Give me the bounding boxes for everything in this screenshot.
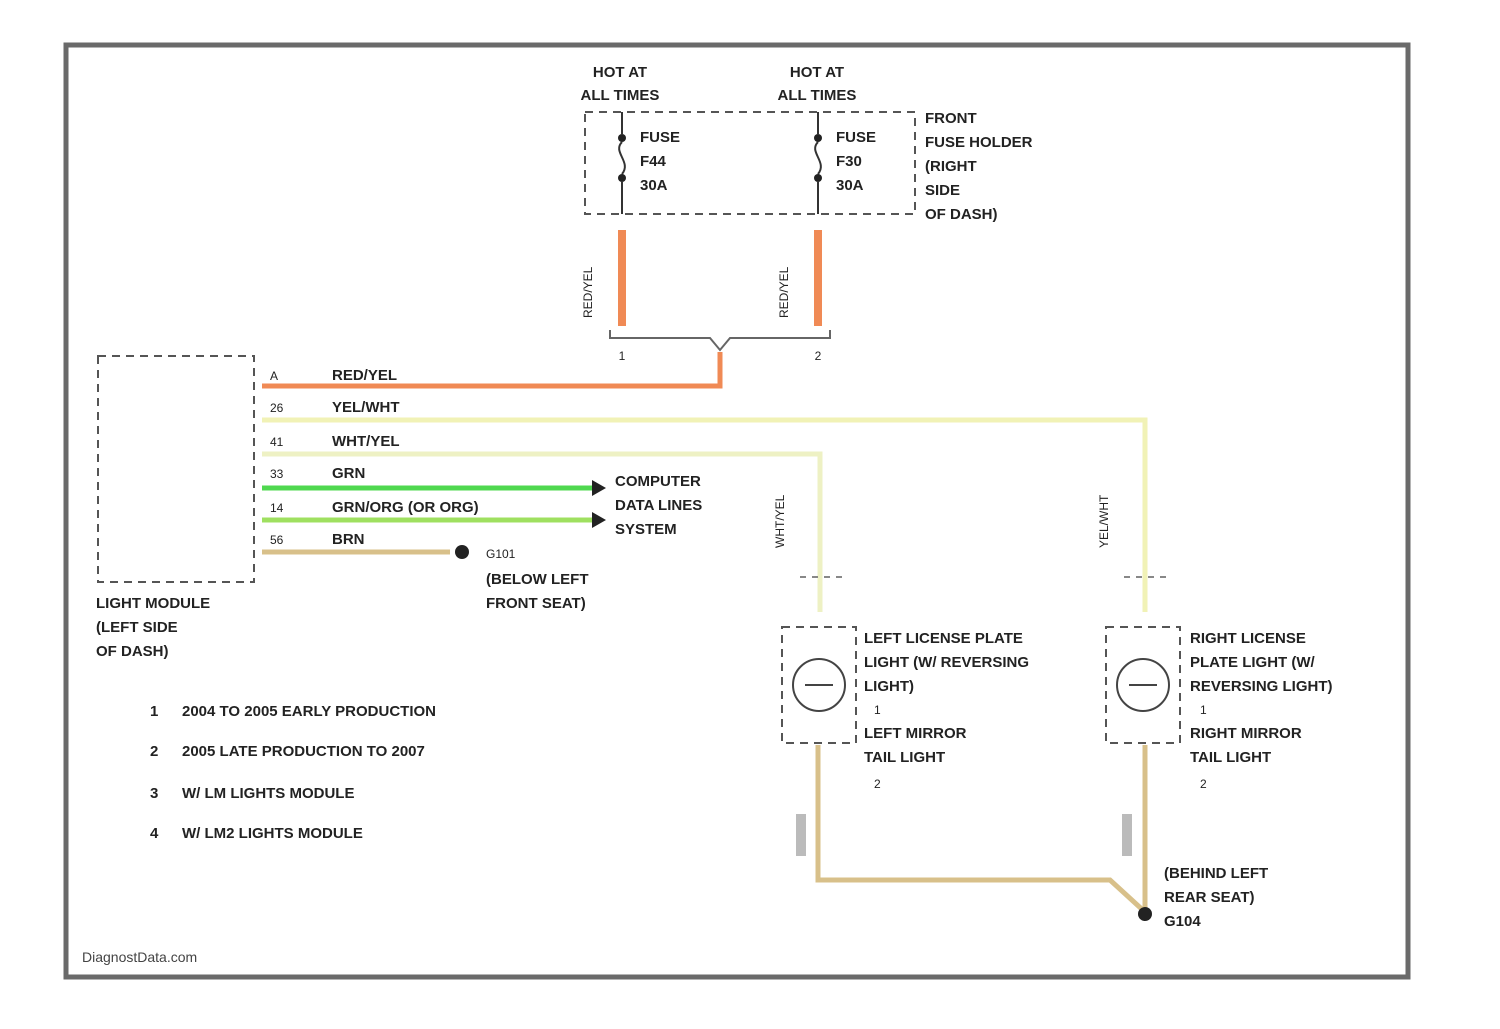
ground-left-label-1: (BELOW LEFT xyxy=(486,571,588,588)
right-light-note1: 1 xyxy=(1200,703,1207,717)
ground-left-label-2: FRONT SEAT) xyxy=(486,595,586,612)
light-module-label-3: OF DASH) xyxy=(96,643,169,660)
fuse-right-wire-color: RED/YEL xyxy=(777,266,791,318)
module-pin-3: 41 xyxy=(270,435,284,449)
fuse-left-label-3: 30A xyxy=(640,177,668,194)
watermark: DiagnostData.com xyxy=(82,949,197,965)
fuse-holder-box xyxy=(585,112,915,214)
left-light-alt-2: TAIL LIGHT xyxy=(864,749,945,766)
wire-grn-org-arrow xyxy=(592,512,606,528)
right-light-title-1: RIGHT LICENSE xyxy=(1190,630,1306,647)
fuse-right-terminal: 2 xyxy=(815,349,822,363)
fuse-left-wire xyxy=(618,230,626,326)
module-wire-1: RED/YEL xyxy=(332,367,397,384)
data-lines-label-3: SYSTEM xyxy=(615,521,677,538)
fuse-left-wire-color: RED/YEL xyxy=(581,266,595,318)
left-light-title-1: LEFT LICENSE PLATE xyxy=(864,630,1023,647)
right-light-alt-2: TAIL LIGHT xyxy=(1190,749,1271,766)
fuse-left-label-2: F44 xyxy=(640,153,667,170)
left-light-note2: 2 xyxy=(874,777,881,791)
fuse-right-label-3: 30A xyxy=(836,177,864,194)
right-light-note2: 2 xyxy=(1200,777,1207,791)
fuse-left-terminal: 1 xyxy=(619,349,626,363)
ground-right-label-1: (BEHIND LEFT xyxy=(1164,865,1268,882)
wire-grn-arrow xyxy=(592,480,606,496)
fuse-left-label-1: FUSE xyxy=(640,129,680,146)
module-pin-2: 26 xyxy=(270,401,284,415)
fuse-holder-label-5: OF DASH) xyxy=(925,206,998,223)
note-2-text: 2005 LATE PRODUCTION TO 2007 xyxy=(182,743,425,760)
left-light-wire-color: WHT/YEL xyxy=(773,494,787,548)
data-lines-label-2: DATA LINES xyxy=(615,497,702,514)
fuse-right-label-2: F30 xyxy=(836,153,862,170)
ground-right-label-2: REAR SEAT) xyxy=(1164,889,1255,906)
note-2-num: 2 xyxy=(150,743,158,760)
light-module-label-1: LIGHT MODULE xyxy=(96,595,210,612)
fuse-right-symbol xyxy=(814,112,822,214)
left-light-ground-tag xyxy=(796,814,806,856)
module-pin-4: 33 xyxy=(270,467,284,481)
left-light-alt-1: LEFT MIRROR xyxy=(864,725,967,742)
right-light-title-2: PLATE LIGHT (W/ xyxy=(1190,654,1316,671)
module-wire-5: GRN/ORG (OR ORG) xyxy=(332,499,479,516)
left-light-title-2: LIGHT (W/ REVERSING xyxy=(864,654,1029,671)
fuse-left-hot-2: ALL TIMES xyxy=(581,87,660,104)
fuse-holder-label-4: SIDE xyxy=(925,182,960,199)
ground-left-icon xyxy=(455,545,469,559)
note-3-text: W/ LM LIGHTS MODULE xyxy=(182,785,354,802)
module-pin-5: 14 xyxy=(270,501,284,515)
ground-right-icon xyxy=(1138,907,1152,921)
module-pin-1: A xyxy=(270,369,278,383)
left-light-ground-wire xyxy=(818,745,1145,912)
left-light-title-3: LIGHT) xyxy=(864,678,914,695)
fuse-holder-label-1: FRONT xyxy=(925,110,977,127)
note-1-text: 2004 TO 2005 EARLY PRODUCTION xyxy=(182,703,436,720)
left-light-note1: 1 xyxy=(874,703,881,717)
fuse-left-hot-1: HOT AT xyxy=(593,64,647,81)
right-light-title-3: REVERSING LIGHT) xyxy=(1190,678,1333,695)
ground-right-id: G104 xyxy=(1164,913,1201,930)
module-wire-6: BRN xyxy=(332,531,365,548)
note-3-num: 3 xyxy=(150,785,158,802)
fuse-right-hot-2: ALL TIMES xyxy=(778,87,857,104)
fuse-holder-label-2: FUSE HOLDER xyxy=(925,134,1033,151)
data-lines-label-1: COMPUTER xyxy=(615,473,701,490)
module-pin-6: 56 xyxy=(270,533,284,547)
fuse-option-bracket xyxy=(610,330,830,350)
light-module-box xyxy=(98,356,254,582)
note-1-num: 1 xyxy=(150,703,158,720)
module-wire-3: WHT/YEL xyxy=(332,433,400,450)
module-wire-4: GRN xyxy=(332,465,365,482)
fuse-right-wire xyxy=(814,230,822,326)
right-light-wire-color: YEL/WHT xyxy=(1097,494,1111,548)
right-light-alt-1: RIGHT MIRROR xyxy=(1190,725,1302,742)
note-4-num: 4 xyxy=(150,825,159,842)
fuse-holder-label-3: (RIGHT xyxy=(925,158,977,175)
fuse-right-hot-1: HOT AT xyxy=(790,64,844,81)
note-4-text: W/ LM2 LIGHTS MODULE xyxy=(182,825,363,842)
module-wire-2: YEL/WHT xyxy=(332,399,400,416)
fuse-right-label-1: FUSE xyxy=(836,129,876,146)
right-light-ground-tag xyxy=(1122,814,1132,856)
light-module-label-2: (LEFT SIDE xyxy=(96,619,178,636)
ground-left-id: G101 xyxy=(486,547,516,561)
wire-red-yel xyxy=(262,352,720,386)
fuse-left-symbol xyxy=(618,112,626,214)
